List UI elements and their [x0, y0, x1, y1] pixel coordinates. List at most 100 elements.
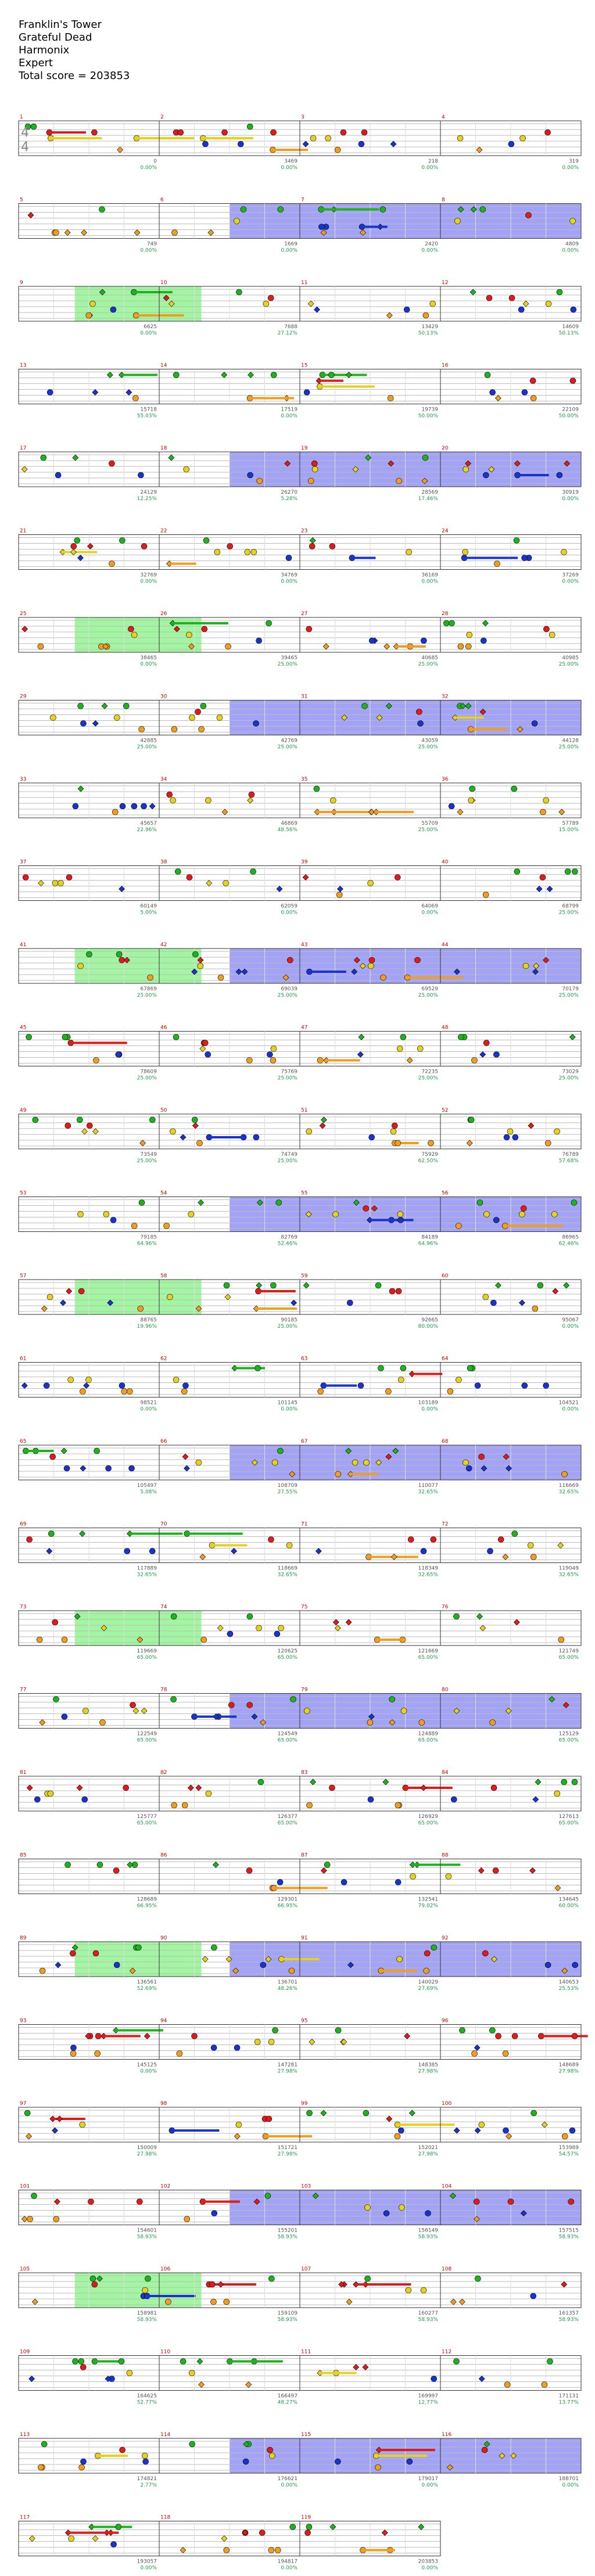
measure-number: 28: [442, 611, 449, 617]
note: [329, 1784, 335, 1791]
measure-percent: 27.98%: [278, 2069, 298, 2075]
hopo-note: [70, 549, 77, 555]
note: [214, 549, 221, 555]
note: [109, 460, 115, 467]
measure-score: 60149: [140, 904, 157, 910]
note: [83, 1708, 89, 1714]
note: [52, 880, 59, 886]
note: [223, 2547, 230, 2553]
note: [368, 962, 374, 969]
measure-percent: 65.00%: [137, 1820, 157, 1826]
measure-percent: 0.00%: [281, 579, 298, 585]
hopo-note: [362, 2364, 369, 2370]
sustain-tail: [187, 1532, 243, 1535]
measure-score: 39465: [281, 655, 298, 661]
hopo-note: [46, 1548, 53, 1554]
hopo-note: [221, 809, 228, 815]
note: [306, 2110, 313, 2117]
hopo-note: [303, 1282, 310, 1289]
measure-score: 126377: [278, 1814, 298, 1820]
measure-number: 66: [160, 1439, 167, 1445]
note: [119, 1382, 126, 1389]
note: [545, 300, 552, 307]
measure-percent: 79.02%: [418, 1903, 439, 1909]
note: [507, 1128, 514, 1135]
measure-number: 112: [442, 2349, 451, 2355]
measure-score: 69529: [421, 986, 438, 992]
note: [176, 2050, 183, 2057]
measure-percent: 48.56%: [278, 827, 298, 833]
measure-percent: 62.46%: [559, 1241, 579, 1247]
hopo-note: [28, 2535, 35, 2542]
note: [445, 1873, 452, 1880]
note: [200, 1636, 207, 1643]
measure-percent: 32.65%: [559, 1572, 579, 1578]
note: [181, 1802, 188, 1809]
measure-number: 62: [160, 1356, 167, 1362]
measure-score: 4809: [565, 242, 579, 247]
hopo-note: [346, 2298, 353, 2305]
measure-percent: 25.00%: [418, 745, 439, 750]
note: [423, 1967, 430, 1974]
hopo-note: [569, 1034, 576, 1040]
measure-percent: 80.00%: [418, 1324, 439, 1330]
note: [62, 1034, 69, 1040]
note: [240, 1134, 247, 1141]
measure-percent: 32.65%: [418, 1489, 439, 1495]
hopo-note: [474, 2216, 480, 2222]
note: [141, 2452, 148, 2459]
note: [310, 135, 317, 142]
hopo-note: [180, 1134, 187, 1141]
note: [93, 1057, 99, 1064]
note: [418, 1719, 425, 1726]
note: [163, 1223, 170, 1229]
hopo-note: [558, 809, 565, 815]
note: [165, 2298, 171, 2305]
note: [346, 1299, 353, 1306]
note: [311, 460, 318, 467]
hopo-note: [187, 1784, 194, 1791]
hopo-note: [92, 2535, 99, 2542]
measure-percent: 27.98%: [418, 2151, 439, 2157]
note: [225, 643, 231, 650]
hopo-note: [329, 2524, 336, 2530]
hopo-note: [494, 395, 501, 401]
note: [494, 561, 500, 567]
note: [110, 1217, 117, 1223]
measure-percent: 15.00%: [559, 827, 579, 833]
note: [425, 2210, 431, 2216]
note: [482, 1950, 489, 1957]
note: [551, 1211, 558, 1217]
measure-score: 121669: [418, 1648, 439, 1654]
measure-number: 24: [442, 529, 449, 534]
note: [246, 1867, 253, 1874]
hopo-note: [28, 2376, 35, 2382]
note: [303, 1708, 310, 1714]
hopo-note: [21, 2216, 28, 2222]
note: [145, 2275, 151, 2282]
note: [119, 803, 126, 810]
hopo-note: [421, 477, 428, 484]
hopo-note: [533, 962, 540, 969]
note: [513, 537, 520, 544]
measure-number: 103: [301, 2184, 311, 2190]
measure-number: 53: [20, 1191, 26, 1197]
note: [53, 229, 59, 236]
measure-percent: 25.00%: [418, 827, 439, 833]
hopo-note: [520, 2210, 527, 2216]
note: [36, 1636, 43, 1643]
hopo-note: [460, 703, 466, 709]
measure-number: 65: [20, 1439, 26, 1445]
hopo-note: [101, 1625, 107, 1632]
measure-percent: 25.00%: [559, 662, 579, 667]
measure-score: 122549: [137, 1731, 157, 1737]
note: [368, 637, 375, 644]
note: [387, 395, 394, 401]
note: [467, 1365, 474, 1371]
sustain-tail: [52, 2118, 85, 2120]
note: [227, 543, 234, 549]
note: [329, 797, 336, 804]
chart-row: [18, 1362, 582, 1397]
measure-percent: 0.00%: [281, 910, 298, 916]
hopo-note: [406, 1057, 413, 1064]
